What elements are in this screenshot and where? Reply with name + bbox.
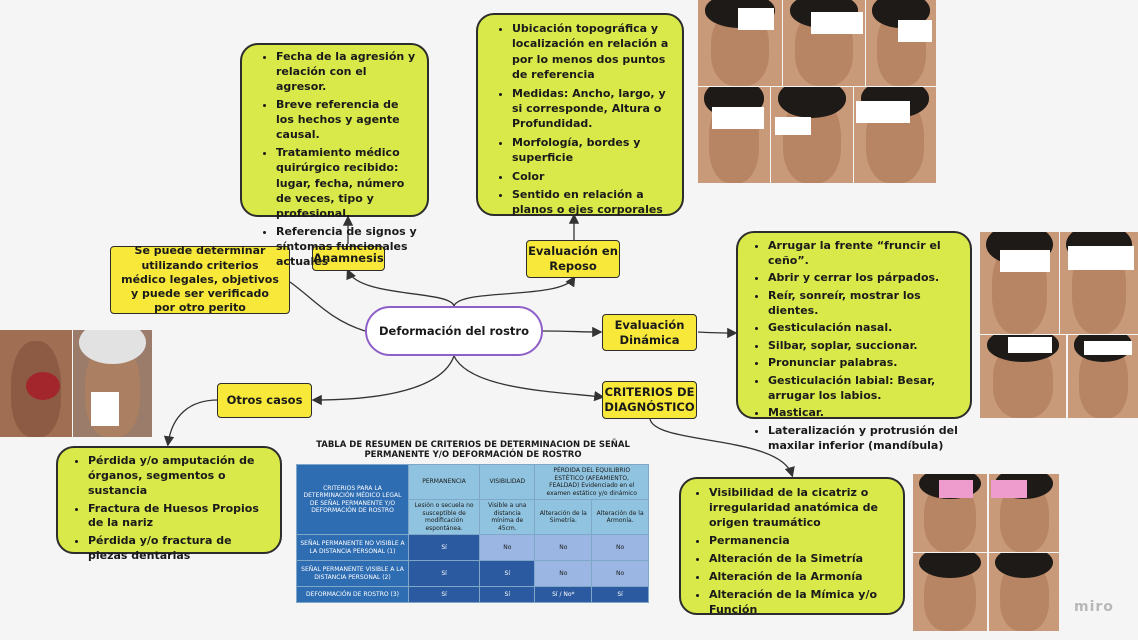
bubble-evaluacion-reposo[interactable]: Ubicación topográfica y localización en … — [476, 13, 684, 216]
face-photo — [854, 87, 936, 183]
connector-dinamica-bubble — [697, 327, 738, 339]
face-photo — [698, 0, 782, 86]
criterio-item: Alteración de la Simetría — [709, 552, 895, 567]
anamnesis-item: Tratamiento médico quirúrgico recibido: … — [276, 145, 419, 220]
face-photo — [771, 87, 853, 183]
face-photo — [980, 335, 1066, 418]
face-photo — [980, 232, 1059, 334]
otros-item: Fractura de Huesos Propios de la nariz — [88, 502, 272, 532]
table-cell: Sí / No* — [534, 586, 593, 603]
criterio-item: Permanencia — [709, 534, 895, 549]
label-evaluacion-reposo[interactable]: Evaluación en Reposo — [526, 240, 620, 278]
dinamica-item: Silbar, soplar, succionar. — [768, 339, 962, 354]
connector-otros-bubble — [163, 399, 219, 447]
criterio-item: Visibilidad de la cicatriz o irregularid… — [709, 486, 895, 531]
reposo-item: Ubicación topográfica y localización en … — [512, 21, 674, 83]
lesion-photo — [73, 330, 152, 437]
connector-center-reposo — [453, 275, 576, 307]
dinamica-item: Gesticulación nasal. — [768, 321, 962, 336]
bubble-criterios-diagnostico[interactable]: Visibilidad de la cicatriz o irregularid… — [679, 477, 905, 618]
label-evaluacion-dinamica[interactable]: Evaluación Dinámica — [602, 314, 697, 351]
dinamica-item: Arrugar la frente “fruncir el ceño”. — [768, 239, 962, 268]
lesion-photo — [0, 330, 72, 437]
central-topic[interactable]: Deformación del rostro — [365, 306, 543, 356]
table-sub-visibilidad: Visible a una distancia mínima de 45cm. — [479, 499, 536, 535]
table-sub-armonia: Alteración de la Armonía. — [591, 499, 649, 535]
face-photo — [866, 0, 936, 86]
table-col-permanencia: PERMANENCIA — [407, 464, 481, 500]
criterio-item: Alteración de la Mímica y/o Función — [709, 588, 895, 618]
table-cell: No — [591, 534, 649, 561]
anamnesis-item: Fecha de la agresión y relación con el a… — [276, 49, 419, 94]
face-photo — [989, 474, 1059, 552]
face-photo — [1060, 232, 1138, 334]
dinamica-item: Lateralización y protrusión del maxilar … — [768, 424, 962, 453]
table-col-equilibrio: PÉRDIDA DEL EQUILIBRIO ESTÉTICO (AFEAMIE… — [534, 464, 649, 500]
connector-center-criterios — [453, 355, 605, 402]
dinamica-item: Gesticulación labial: Besar, arrugar los… — [768, 374, 962, 403]
table-cell: Sí — [591, 586, 649, 603]
criteria-table-title: TABLA DE RESUMEN DE CRITERIOS DE DETERMI… — [316, 440, 630, 460]
connector-center-otros — [311, 355, 455, 406]
bubble-otros-casos[interactable]: Pérdida y/o amputación de órganos, segme… — [56, 446, 282, 562]
table-cell: Sí — [407, 586, 481, 603]
table-cell: No — [534, 560, 593, 587]
connector-center-dinamica — [542, 326, 603, 338]
dinamica-item: Abrir y cerrar los párpados. — [768, 271, 962, 286]
table-cell: No — [479, 534, 536, 561]
reposo-item: Sentido en relación a planos o ejes corp… — [512, 187, 674, 218]
bubble-anamnesis[interactable]: Fecha de la agresión y relación con el a… — [240, 43, 429, 268]
face-photo — [913, 474, 987, 552]
table-sub-simetria: Alteración de la Simetría. — [534, 499, 593, 535]
reposo-item: Morfología, bordes y superficie — [512, 135, 674, 166]
central-topic-label: Deformación del rostro — [379, 324, 529, 338]
dinamica-item: Masticar. — [768, 406, 962, 421]
table-cell: Sí — [479, 586, 536, 603]
otros-item: Pérdida y/o fractura de piezas dentarias — [88, 534, 272, 564]
otros-item: Pérdida y/o amputación de órganos, segme… — [88, 454, 272, 499]
dinamica-item: Pronunciar palabras. — [768, 356, 962, 371]
table-cell: No — [534, 534, 593, 561]
label-otros-casos[interactable]: Otros casos — [217, 383, 312, 418]
face-photo — [698, 87, 770, 183]
dinamica-item: Reír, sonreír, mostrar los dientes. — [768, 289, 962, 318]
table-cell: No — [591, 560, 649, 587]
criteria-table: CRITERIOS PARA LA DETERMINACIÓN MÉDICO L… — [296, 464, 649, 608]
anamnesis-item: Breve referencia de los hechos y agente … — [276, 97, 419, 142]
connector-criterios-bubble — [649, 418, 795, 478]
bubble-evaluacion-dinamica[interactable]: Arrugar la frente “fruncir el ceño”. Abr… — [736, 231, 972, 452]
table-cell: Sí — [479, 560, 536, 587]
table-col-visibilidad: VISIBILIDAD — [479, 464, 536, 500]
reposo-item: Color — [512, 169, 674, 184]
table-row-label: SEÑAL PERMANENTE NO VISIBLE A LA DISTANC… — [296, 534, 409, 561]
face-photo — [913, 553, 987, 631]
label-criterios-medico-legales[interactable]: Se puede determinar utilizando criterios… — [110, 244, 290, 314]
anamnesis-item: Referencia de signos y síntomas funciona… — [276, 224, 419, 269]
miro-watermark: miro — [1074, 599, 1114, 615]
criterio-item: Alteración de la Armonía — [709, 570, 895, 585]
connector-center-anamnesis — [346, 268, 455, 307]
face-photo — [783, 0, 865, 86]
connector-center-legal — [289, 281, 366, 332]
table-cell: Sí — [407, 534, 481, 561]
face-photo — [989, 553, 1059, 631]
reposo-item: Medidas: Ancho, largo, y si corresponde,… — [512, 86, 674, 132]
table-row-label: DEFORMACIÓN DE ROSTRO (3) — [296, 586, 409, 603]
table-row-label: SEÑAL PERMANENTE VISIBLE A LA DISTANCIA … — [296, 560, 409, 587]
face-photo — [1068, 335, 1138, 418]
table-cell: Sí — [407, 560, 481, 587]
label-criterios-diagnostico[interactable]: CRITERIOS DE DIAGNÓSTICO — [602, 381, 697, 419]
label-anamnesis[interactable]: Anamnesis — [312, 246, 385, 271]
table-corner: CRITERIOS PARA LA DETERMINACIÓN MÉDICO L… — [296, 464, 409, 535]
table-sub-permanencia: Lesión o secuela no susceptible de modif… — [407, 499, 481, 535]
